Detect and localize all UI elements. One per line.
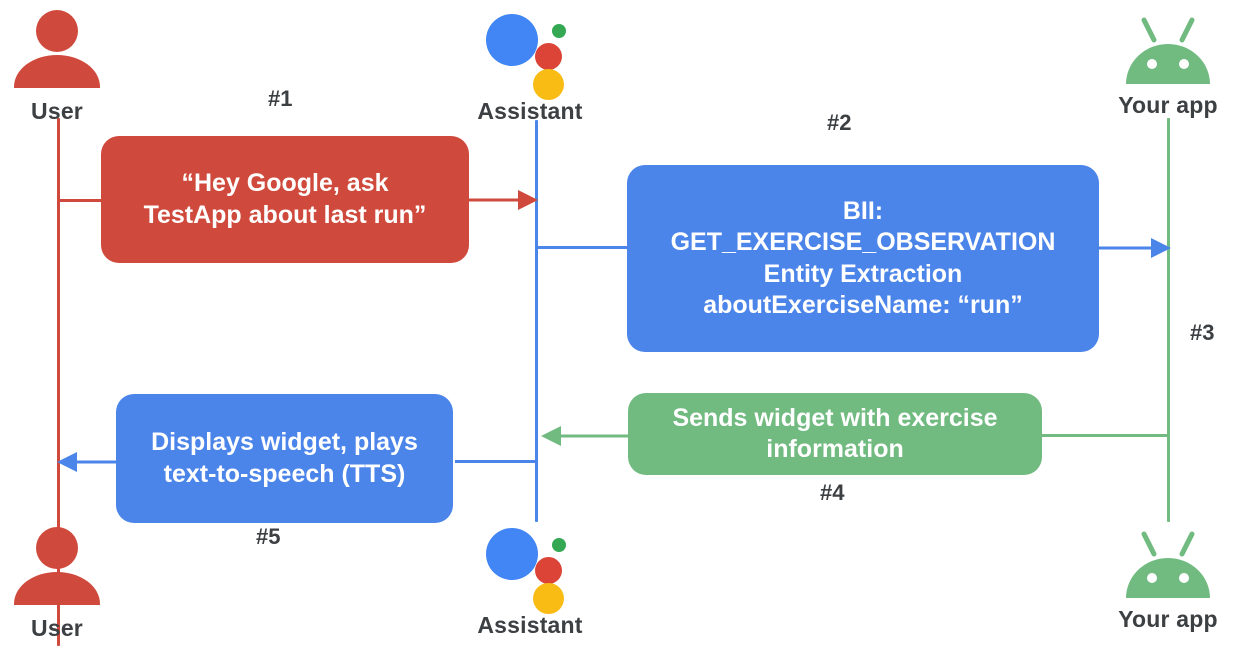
- step-label-2: #2: [827, 110, 852, 135]
- android-robot-icon: [1120, 528, 1216, 602]
- message-box-step2-line4: aboutExerciseName: “run”: [703, 290, 1023, 319]
- lifeline-app: [1167, 118, 1170, 522]
- message-box-step4-line2: information: [766, 435, 904, 463]
- lifeline-user: [57, 118, 60, 646]
- connector-assistant-to-step5: [455, 460, 537, 463]
- connector-user-to-step1: [57, 199, 117, 202]
- google-assistant-icon: [480, 6, 580, 100]
- assistant-icon-dot-red: [535, 43, 562, 70]
- assistant-icon-dot-blue: [486, 14, 538, 66]
- message-box-step5-line2: text-to-speech (TTS): [163, 459, 406, 488]
- actor-app-top: Your app: [1093, 14, 1243, 119]
- message-box-step4-text: Sends widget with exercise information: [642, 403, 1028, 466]
- person-icon: [14, 525, 100, 611]
- person-icon-body: [14, 572, 100, 605]
- actor-user-bottom: User: [0, 525, 132, 642]
- message-box-step2-line1: BII:: [842, 197, 884, 225]
- message-box-step4: Sends widget with exercise information: [628, 393, 1042, 475]
- message-box-step2: BII: GET_EXERCISE_OBSERVATION Entity Ext…: [627, 165, 1099, 352]
- message-box-step2-line2: GET_EXERCISE_OBSERVATION: [670, 228, 1056, 257]
- actor-label-assistant-top: Assistant: [477, 98, 583, 124]
- message-box-step2-text: BII: GET_EXERCISE_OBSERVATION Entity Ext…: [641, 196, 1085, 321]
- actor-label-user-bottom: User: [31, 615, 83, 641]
- actor-label-assistant-bottom: Assistant: [477, 612, 583, 638]
- actor-app-bottom: Your app: [1093, 528, 1243, 633]
- message-box-step4-line1: Sends widget with exercise: [672, 403, 998, 432]
- actor-label-app-bottom: Your app: [1118, 606, 1218, 632]
- message-box-step1-line2: TestApp about last run”: [143, 200, 427, 229]
- message-box-step1-line1: “Hey Google, ask: [181, 169, 389, 198]
- person-icon-head: [36, 527, 78, 569]
- actor-label-user-top: User: [31, 98, 83, 124]
- assistant-icon-dot-red: [535, 557, 562, 584]
- assistant-icon-dot-green: [552, 538, 566, 552]
- person-icon-head: [36, 10, 78, 52]
- actor-label-app-top: Your app: [1118, 92, 1218, 118]
- actor-user-top: User: [0, 8, 132, 125]
- message-box-step5-text: Displays widget, plays text-to-speech (T…: [130, 427, 439, 490]
- message-box-step1: “Hey Google, ask TestApp about last run”: [101, 136, 469, 263]
- step-label-3: #3: [1190, 320, 1215, 345]
- message-box-step2-line3: Entity Extraction: [763, 259, 963, 288]
- assistant-icon-dot-yellow: [533, 583, 564, 614]
- assistant-icon-dot-green: [552, 24, 566, 38]
- connector-assistant-to-step2: [535, 246, 630, 249]
- android-robot-icon: [1120, 14, 1216, 88]
- message-box-step1-text: “Hey Google, ask TestApp about last run”: [115, 168, 455, 231]
- arrow-step1-user-to-assistant: [466, 188, 540, 212]
- connector-app-to-step4: [1040, 434, 1168, 437]
- actor-assistant-top: Assistant: [455, 6, 605, 125]
- arrow-step2-assistant-to-app: [1097, 236, 1177, 260]
- message-box-step5: Displays widget, plays text-to-speech (T…: [116, 394, 453, 523]
- assistant-icon-dot-blue: [486, 528, 538, 580]
- step-label-4: #4: [820, 480, 845, 505]
- actor-assistant-bottom: Assistant: [455, 520, 605, 639]
- lifeline-assistant: [535, 120, 538, 522]
- step-label-1: #1: [268, 86, 293, 111]
- arrow-step4-app-to-assistant: [535, 424, 631, 448]
- message-box-step5-line1: Displays widget, plays: [151, 428, 418, 457]
- person-icon: [14, 8, 100, 94]
- person-icon-body: [14, 55, 100, 88]
- assistant-icon-dot-yellow: [533, 69, 564, 100]
- step-label-5: #5: [256, 524, 281, 549]
- google-assistant-icon: [480, 520, 580, 614]
- arrow-step5-assistant-to-user: [57, 450, 127, 474]
